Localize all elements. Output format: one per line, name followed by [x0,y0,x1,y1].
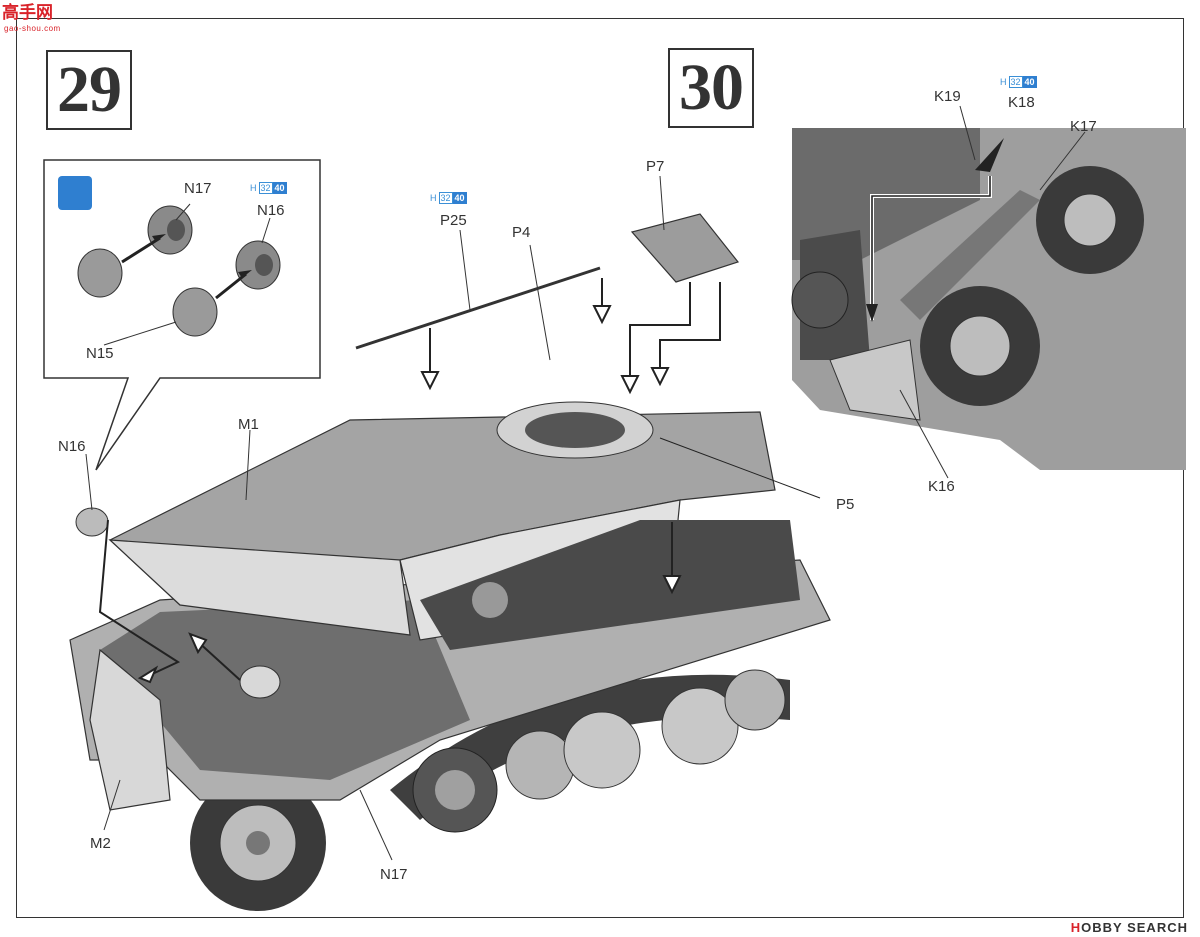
footer-brand-letter: H [1070,920,1082,935]
paint-code-1: 32 [258,182,273,194]
label-k16: K16 [928,478,955,495]
label-detail-n17: N17 [184,180,212,197]
label-n17-bottom: N17 [380,866,408,883]
glue-bottle-icon [58,176,92,210]
label-p4: P4 [512,224,531,241]
footer-brand: HOBBY SEARCH [1071,920,1188,935]
paint-code-2: 40 [1022,76,1037,88]
label-main-n16: N16 [58,438,86,455]
label-p5: P5 [836,496,855,513]
paint-prefix: H [430,193,437,203]
paint-prefix: H [1000,77,1007,87]
paint-code-1: 32 [438,192,453,204]
label-p25: P25 [440,212,467,229]
label-k17: K17 [1070,118,1097,135]
paint-code-k18: H 32 40 [1000,76,1037,88]
paint-code-detail: H 32 40 [250,182,287,194]
vehicle-model [69,213,831,911]
paint-code-p25: H 32 40 [430,192,467,204]
leader-lines [85,175,665,861]
label-k19: K19 [934,88,961,105]
detail-callout [43,159,321,471]
label-m2: M2 [90,835,111,852]
footer-brand-rest: OBBY SEARCH [1081,920,1188,935]
label-m1: M1 [238,416,259,433]
watermark-logo: 高手网 [2,3,53,22]
paint-prefix: H [250,183,257,193]
label-detail-n16: N16 [257,202,285,219]
assembly-arrows [98,278,821,684]
label-p7: P7 [646,158,665,175]
watermark-url: gao-shou.com [4,24,61,33]
step-30-detail-view [791,105,1186,479]
step-number-29: 29 [46,50,132,130]
label-detail-n15: N15 [86,345,114,362]
step-number-30: 30 [668,48,754,128]
paint-code-2: 40 [272,182,287,194]
paint-code-1: 32 [1008,76,1023,88]
paint-code-2: 40 [452,192,467,204]
label-k18: K18 [1008,94,1035,111]
